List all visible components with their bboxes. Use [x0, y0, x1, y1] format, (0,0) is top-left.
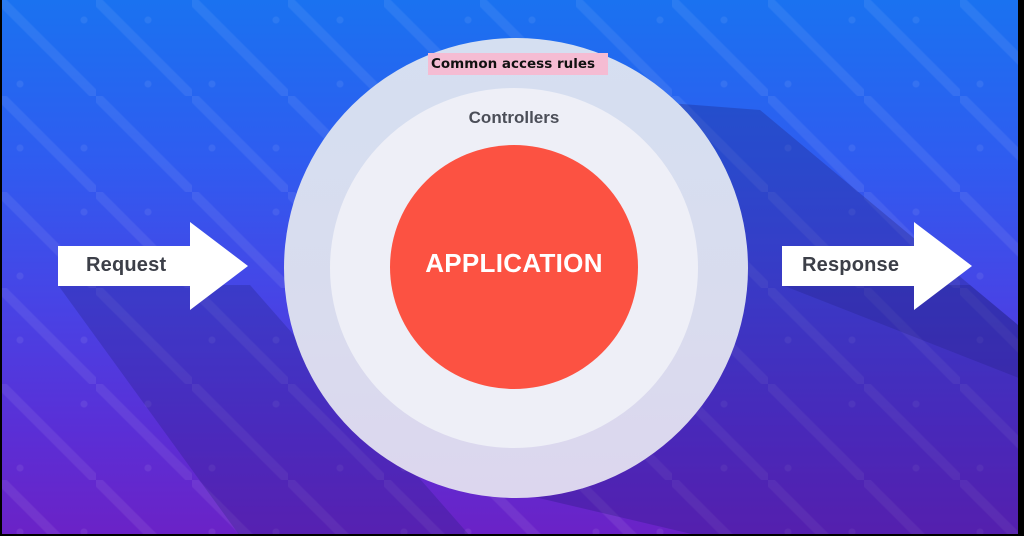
bottom-border	[0, 534, 1024, 536]
right-border	[1018, 0, 1024, 536]
request-arrow	[58, 222, 248, 310]
application-label: APPLICATION	[425, 248, 603, 278]
response-label: Response	[802, 254, 900, 276]
common-access-rules-label: Common access rules	[428, 53, 608, 75]
left-border	[0, 0, 2, 536]
application-core	[390, 145, 638, 389]
controllers-label: Controllers	[468, 108, 560, 127]
request-label: Request	[86, 254, 167, 276]
response-arrow	[782, 222, 972, 310]
